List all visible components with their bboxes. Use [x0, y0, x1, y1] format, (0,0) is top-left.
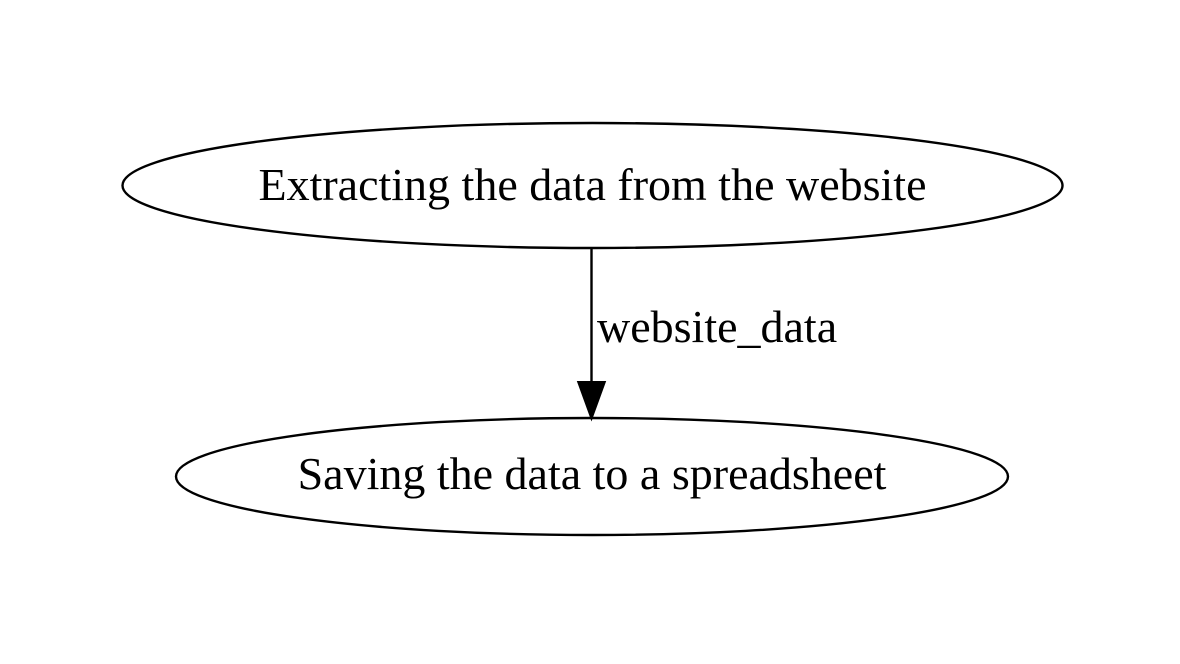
edge-extract-to-save: website_data: [576, 247, 837, 422]
node-save-ellipse: [174, 416, 1010, 537]
node-extract: Extracting the data from the website: [121, 121, 1064, 250]
node-extract-label: Extracting the data from the website: [258, 159, 926, 210]
node-save: Saving the data to a spreadsheet: [174, 416, 1010, 537]
edge-arrowhead-icon: [576, 381, 607, 422]
edge-label: website_data: [597, 301, 837, 352]
node-save-label: Saving the data to a spreadsheet: [298, 448, 887, 499]
